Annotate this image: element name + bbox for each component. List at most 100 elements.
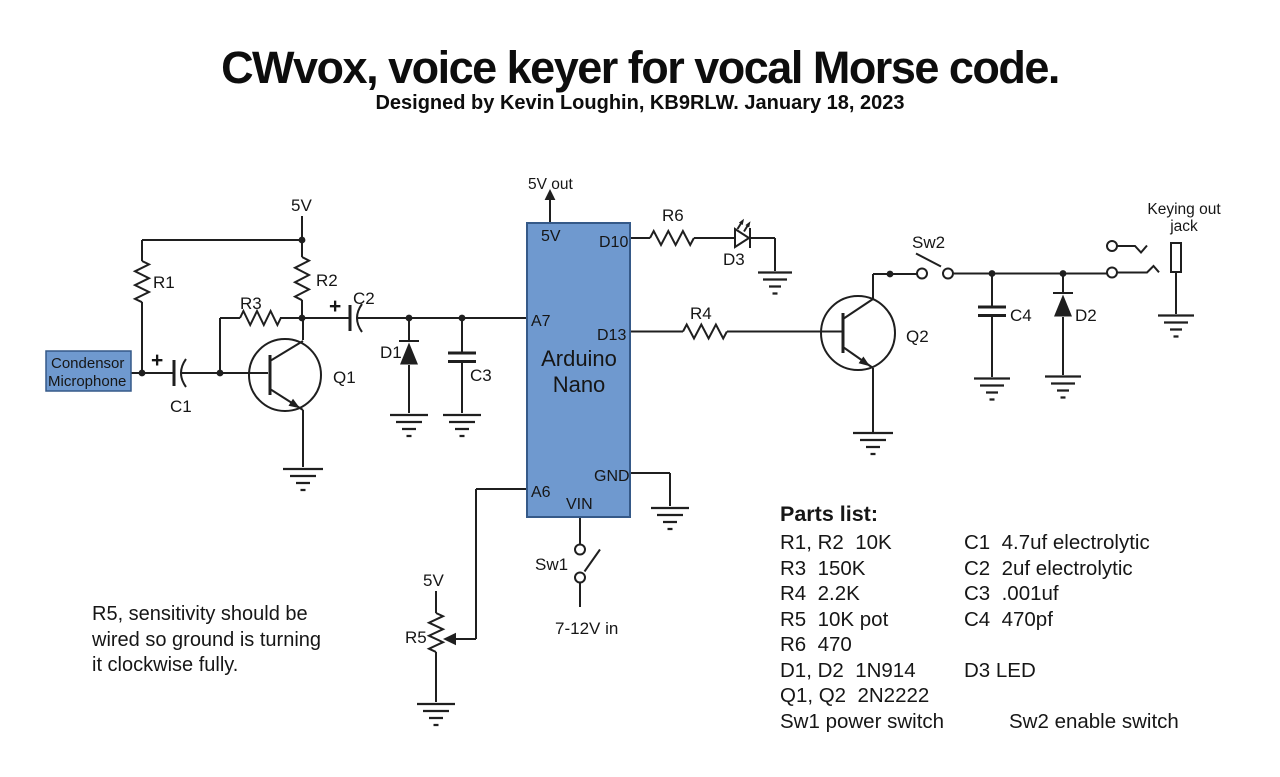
parts-row: R4 2.2K C3 .001uf — [780, 581, 1059, 607]
r5-note-line3: it clockwise fully. — [92, 654, 239, 676]
q2-emitter-arrow — [858, 356, 870, 367]
resistor-r3 — [239, 308, 282, 328]
mic-label-line2: Microphone — [48, 373, 126, 390]
resistor-r6 — [649, 228, 695, 248]
diode-d1 — [399, 340, 419, 365]
capacitor-c2 — [348, 303, 363, 333]
r5-note: R5, sensitivity should be wired so groun… — [92, 602, 321, 679]
mic-label-line1: Condensor — [51, 355, 124, 372]
pin-label-d13: D13 — [597, 327, 626, 344]
parts-cell-left: R5 10K pot — [780, 607, 889, 631]
r5-note-line1: R5, sensitivity should be — [92, 603, 308, 625]
resistor-r4 — [682, 322, 728, 341]
pin-label-a7: A7 — [531, 313, 551, 330]
wires — [131, 198, 1177, 702]
parts-cell-right: C1 4.7uf electrolytic — [964, 531, 1150, 554]
page-subtitle: Designed by Kevin Loughin, KB9RLW. Janua… — [375, 92, 905, 114]
r5-note-line2: wired so ground is turning — [92, 628, 322, 651]
parts-row: Q1, Q2 2N2222 — [780, 683, 944, 709]
parts-row: R3 150K C2 2uf electrolytic — [780, 556, 1133, 582]
5v-out-arrow — [544, 189, 556, 200]
ground-q2 — [853, 431, 893, 456]
label-c2: C2 — [353, 289, 375, 308]
parts-list-heading: Parts list: — [780, 502, 878, 526]
parts-cell-right: C3 .001uf — [964, 582, 1059, 605]
parts-cell-right: Sw2 enable switch — [1009, 709, 1179, 733]
parts-cell-left: R1, R2 10K — [780, 531, 892, 554]
junction-dots — [138, 236, 1067, 377]
label-c1-plus: + — [151, 349, 163, 372]
parts-cell-left: R3 150K — [780, 556, 866, 580]
ground-c4 — [974, 377, 1010, 401]
parts-cell-left: Q1, Q2 2N2222 — [780, 684, 930, 707]
parts-cell-right: C4 470pf — [964, 607, 1053, 631]
ground-d1 — [390, 413, 428, 438]
label-jack: jack — [1169, 218, 1198, 235]
label-r5-5v: 5V — [423, 571, 444, 590]
resistor-r1 — [132, 260, 152, 304]
capacitor-c1 — [172, 358, 187, 388]
label-power-in: 7-12V in — [555, 619, 618, 638]
ground-arduino-gnd — [651, 506, 689, 531]
label-c2-plus: + — [329, 295, 341, 318]
ground-q1 — [283, 467, 323, 492]
led-d3 — [734, 218, 751, 249]
pin-label-5v: 5V — [541, 228, 561, 245]
label-c1: C1 — [170, 397, 192, 416]
pin-label-vin: VIN — [566, 496, 593, 513]
label-c3: C3 — [470, 366, 492, 385]
parts-cell-left: Sw1 power switch — [780, 709, 945, 733]
parts-cell-right: C2 2uf electrolytic — [964, 556, 1133, 580]
page-title: CWvox, voice keyer for vocal Morse code. — [221, 42, 1060, 93]
parts-row: Sw1 power switch Sw2 enable switch — [780, 709, 1179, 735]
capacitor-c3 — [448, 351, 476, 363]
keying-out-jack — [1106, 240, 1182, 279]
ground-d2 — [1045, 375, 1081, 399]
parts-row: R1, R2 10K C1 4.7uf electrolytic — [780, 530, 1150, 556]
transistor-q2 — [820, 295, 896, 371]
label-c4: C4 — [1010, 306, 1032, 325]
pin-label-gnd: GND — [594, 468, 630, 485]
switch-sw2 — [915, 252, 954, 280]
parts-row: R6 470 — [780, 632, 944, 658]
parts-cell-right: D3 LED — [964, 658, 1036, 682]
pin-label-a6: A6 — [531, 484, 551, 501]
label-r5: R5 — [405, 628, 427, 647]
arduino-nano-box: 5V D10 A7 D13 GND A6 VIN Arduino Nano — [526, 222, 631, 518]
label-5v-out: 5V out — [528, 176, 574, 193]
label-d3: D3 — [723, 250, 745, 269]
label-q2: Q2 — [906, 327, 929, 346]
r5-wiper-arrow — [443, 632, 456, 646]
pin-label-d10: D10 — [599, 234, 628, 251]
label-r3: R3 — [240, 294, 262, 313]
transistor-q1 — [248, 338, 322, 412]
label-r6: R6 — [662, 206, 684, 225]
ground-c3 — [443, 413, 481, 438]
condensor-microphone-box: Condensor Microphone — [45, 350, 132, 392]
parts-cell-left: R6 470 — [780, 633, 852, 656]
label-d1: D1 — [380, 343, 402, 362]
ground-jack — [1158, 314, 1194, 338]
ground-r5 — [417, 702, 455, 727]
label-d2: D2 — [1075, 306, 1097, 325]
label-keying-out: Keying out — [1147, 201, 1221, 218]
resistor-r2 — [292, 256, 312, 302]
ground-d3 — [758, 271, 792, 295]
arduino-name-line2: Nano — [553, 372, 606, 397]
label-q1: Q1 — [333, 368, 356, 387]
q1-emitter-arrow — [288, 398, 300, 409]
parts-row: R5 10K pot C4 470pf — [780, 607, 1053, 633]
label-sw2: Sw2 — [912, 233, 945, 252]
label-r2: R2 — [316, 271, 338, 290]
label-r4: R4 — [690, 304, 712, 323]
diode-d2 — [1053, 292, 1073, 317]
label-5v-top: 5V — [291, 196, 312, 215]
parts-cell-left: R4 2.2K — [780, 582, 860, 605]
parts-list: Parts list: R1, R2 10K C1 4.7uf electroly… — [780, 501, 1179, 735]
switch-sw1 — [574, 543, 601, 584]
parts-row: D1, D2 1N914 D3 LED — [780, 658, 1036, 684]
arduino-name-line1: Arduino — [541, 346, 617, 371]
parts-cell-left: D1, D2 1N914 — [780, 658, 916, 682]
